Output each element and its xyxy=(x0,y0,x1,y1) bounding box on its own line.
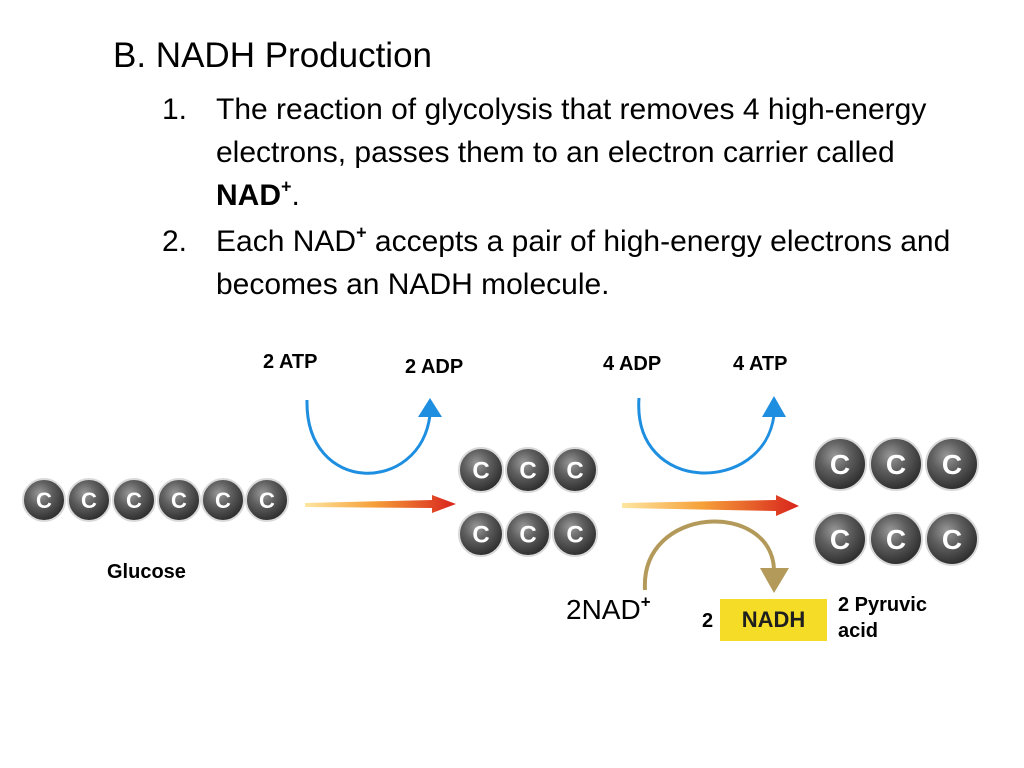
nad-plus-label: 2NAD+ xyxy=(566,592,651,625)
intermediate-carbon-top: C xyxy=(552,447,598,493)
nadh-label: NADH xyxy=(741,607,806,632)
atp-input-label: 2 ATP xyxy=(263,351,318,373)
carbon-letter: C xyxy=(942,524,962,555)
carbon-letter: C xyxy=(472,522,489,549)
pyruvate-carbon-top: C xyxy=(813,437,867,491)
pyruvate-carbon-top: C xyxy=(925,437,979,491)
carbon-letter: C xyxy=(566,458,583,485)
intermediate-carbon-bottom: C xyxy=(458,511,504,557)
carbon-letter: C xyxy=(886,524,906,555)
glucose-carbon: C xyxy=(245,478,289,522)
carbon-letter: C xyxy=(126,488,142,513)
glucose-carbon: C xyxy=(22,478,66,522)
carbon-letter: C xyxy=(886,449,906,480)
reaction-arrow-1 xyxy=(305,495,456,513)
carbon-letter: C xyxy=(472,458,489,485)
carbon-letter: C xyxy=(942,449,962,480)
adp-output-label: 2 ADP xyxy=(405,356,464,378)
point-2: 2. Each NAD+ accepts a pair of high-ener… xyxy=(162,220,962,310)
carbon-letter: C xyxy=(36,488,52,513)
nad-reduction-arrow xyxy=(642,519,789,593)
point-2-number: 2. xyxy=(162,225,188,258)
carbon-letter: C xyxy=(259,488,275,513)
pyruvate-carbon-bottom: C xyxy=(925,512,979,566)
carbon-letter: C xyxy=(171,488,187,513)
point-1: 1. The reaction of glycolysis that remov… xyxy=(162,88,962,218)
carbon-letter: C xyxy=(81,488,97,513)
pyruvate-carbon-bottom: C xyxy=(869,512,923,566)
carbon-letter: C xyxy=(519,458,536,485)
carbon-letter: C xyxy=(830,524,850,555)
atp-cycle-arrow-2 xyxy=(637,396,786,475)
point-1-number: 1. xyxy=(162,93,188,126)
atp-output-label: 4 ATP xyxy=(733,353,788,375)
reaction-arrow-2 xyxy=(622,495,799,516)
nad-term: NAD xyxy=(216,179,281,212)
point-2-text: Each NAD+ accepts a pair of high-energy … xyxy=(216,222,951,301)
carbon-letter: C xyxy=(215,488,231,513)
pyruvate-carbon-top: C xyxy=(869,437,923,491)
pyruvate-carbon-bottom: C xyxy=(813,512,867,566)
nadh-count: 2 xyxy=(702,610,714,632)
intermediate-carbon-bottom: C xyxy=(505,511,551,557)
adp-input-label: 4 ADP xyxy=(603,353,662,375)
intermediate-carbon-top: C xyxy=(458,447,504,493)
glucose-label: Glucose xyxy=(107,561,186,583)
intermediate-carbon-bottom: C xyxy=(552,511,598,557)
carbon-letter: C xyxy=(830,449,850,480)
nadh-box: NADH xyxy=(720,599,827,641)
carbon-letter: C xyxy=(566,522,583,549)
glucose-carbon: C xyxy=(112,478,156,522)
glucose-carbon: C xyxy=(67,478,111,522)
glucose-carbon: C xyxy=(157,478,201,522)
intermediate-carbon-top: C xyxy=(505,447,551,493)
glucose-carbon: C xyxy=(201,478,245,522)
atp-cycle-arrow-1 xyxy=(305,398,442,475)
point-1-text: The reaction of glycolysis that removes … xyxy=(216,93,927,212)
carbon-letter: C xyxy=(519,522,536,549)
slide-title: B. NADH Production xyxy=(113,36,433,75)
